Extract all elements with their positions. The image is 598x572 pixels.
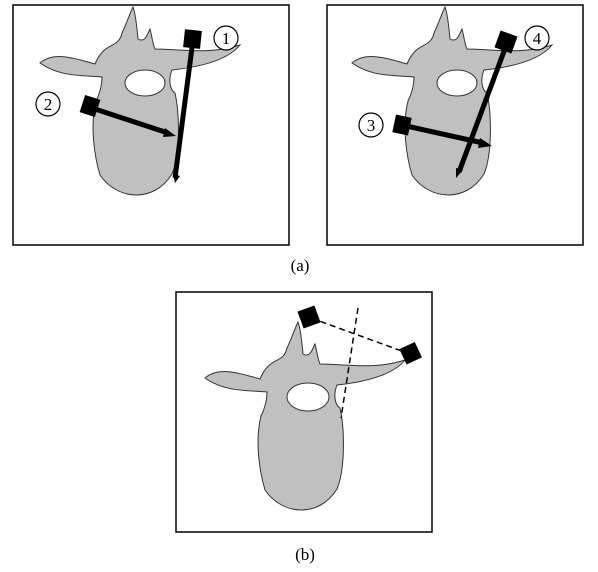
svg-text:2: 2 <box>44 95 53 114</box>
marker-1: 1 <box>213 25 239 51</box>
marker-3: 3 <box>358 112 384 138</box>
screw-3 <box>392 114 492 148</box>
screw-head-right <box>399 341 422 365</box>
svg-text:1: 1 <box>222 29 231 48</box>
svg-text:4: 4 <box>533 29 542 48</box>
marker-4: 4 <box>524 25 550 51</box>
vertebra <box>351 6 553 196</box>
screw-2 <box>79 94 176 137</box>
marker-2: 2 <box>35 91 61 117</box>
caption-b: (b) <box>295 545 315 564</box>
screw-1 <box>172 29 202 183</box>
caption-a: (a) <box>290 256 310 275</box>
vertebral-foramen <box>436 69 478 97</box>
vertebra <box>39 6 241 196</box>
screw-4 <box>456 30 518 178</box>
panel-a-left: 1 2 <box>12 4 290 246</box>
svg-text:3: 3 <box>367 116 376 135</box>
vertebral-foramen <box>124 69 166 97</box>
panel-b <box>175 291 433 533</box>
dashed-projection <box>310 307 411 419</box>
vertebral-foramen <box>286 382 330 412</box>
panel-a-right: 4 3 <box>326 4 584 246</box>
vertebra <box>204 321 406 511</box>
screw-head-left <box>297 305 321 329</box>
